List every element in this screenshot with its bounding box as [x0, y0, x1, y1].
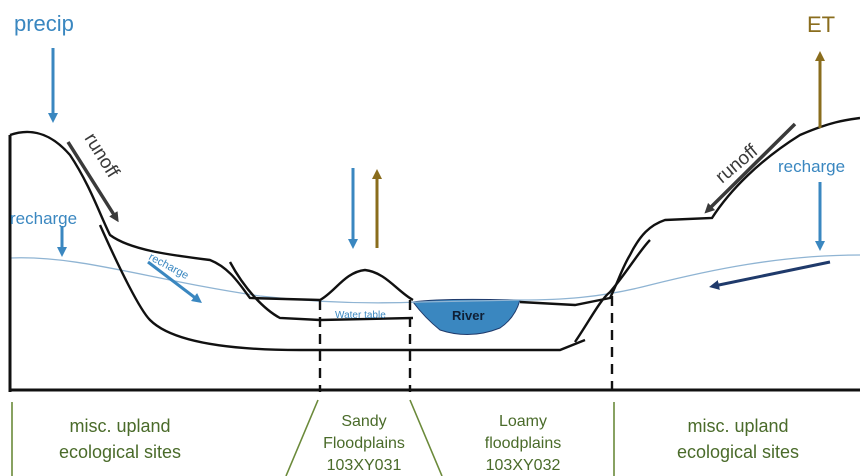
svg-text:Floodplains: Floodplains — [323, 435, 405, 452]
water-table-line — [9, 254, 860, 304]
section-bracket-sandy-left — [285, 399, 319, 476]
svg-text:103XY031: 103XY031 — [327, 457, 402, 474]
river — [412, 298, 521, 335]
terrain-right-inner — [574, 239, 651, 343]
section-label-upland-left: misc. upland ecological sites — [59, 416, 181, 462]
runoff-left-arrow — [66, 141, 119, 223]
recharge-right-label: recharge — [778, 157, 845, 176]
svg-text:misc. upland: misc. upland — [687, 416, 788, 436]
section-bracket-sandy-right — [409, 399, 443, 476]
runoff-right-arrow — [704, 122, 797, 214]
section-label-loamy-floodplains: Loamy floodplains 103XY032 — [485, 413, 562, 474]
river-label: River — [452, 308, 485, 323]
svg-text:Loamy: Loamy — [499, 413, 547, 430]
svg-text:103XY032: 103XY032 — [486, 457, 561, 474]
et-label: ET — [807, 12, 835, 37]
svg-text:ecological sites: ecological sites — [59, 442, 181, 462]
section-label-sandy-floodplains: Sandy Floodplains 103XY031 — [323, 413, 405, 474]
terrain-channel — [8, 135, 586, 368]
water-table-label: Water table — [335, 310, 386, 321]
section-label-upland-right: misc. upland ecological sites — [677, 416, 799, 462]
svg-text:misc. upland: misc. upland — [69, 416, 170, 436]
precip-label: precip — [14, 11, 74, 36]
svg-text:floodplains: floodplains — [485, 435, 562, 452]
svg-text:ecological sites: ecological sites — [677, 442, 799, 462]
terrain-right-floodplain — [519, 116, 860, 307]
recharge-slope-arrow — [147, 260, 202, 304]
recharge-left-label: recharge — [10, 209, 77, 228]
groundwater-flow-arrow — [709, 260, 831, 290]
terrain-left-bank — [9, 130, 414, 302]
terrain-inner-left — [228, 261, 414, 322]
svg-text:Sandy: Sandy — [341, 413, 386, 430]
